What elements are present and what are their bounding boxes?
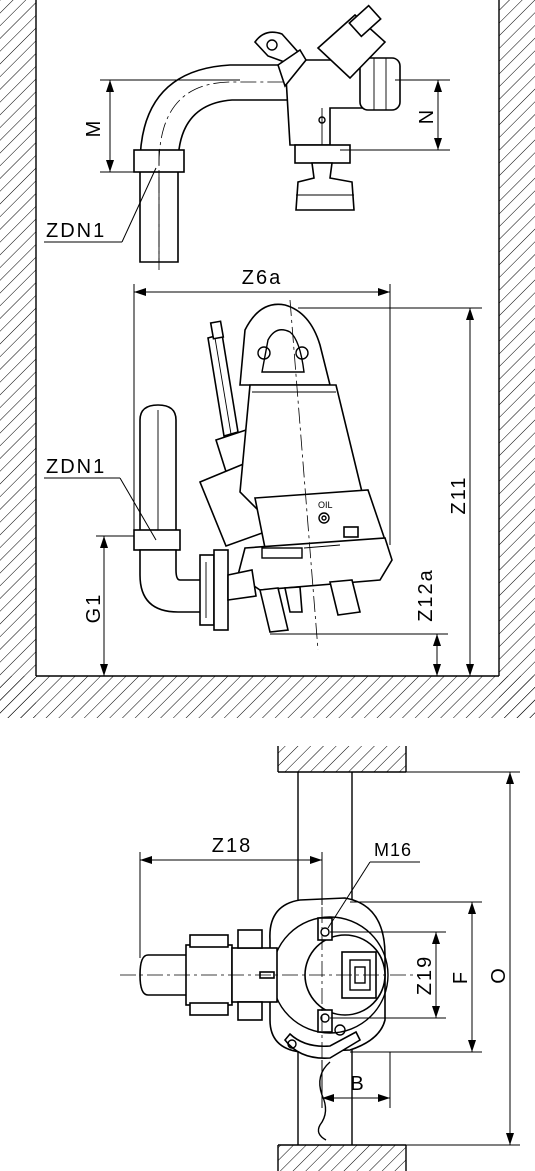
z12a-label: Z12a	[415, 568, 437, 622]
discharge-pipe-bend	[133, 64, 301, 270]
z18-label: Z18	[212, 835, 252, 857]
dimension-n: N	[340, 79, 450, 151]
m16-callout: M16	[327, 840, 420, 929]
zdn1-top-callout: ZDN1	[44, 167, 157, 243]
dimension-z18: Z18	[139, 835, 323, 958]
dimension-z12a: Z12a	[270, 568, 448, 676]
dimension-z11: Z11	[298, 307, 482, 676]
z11-label: Z11	[448, 476, 470, 515]
zdn1-mid-label: ZDN1	[46, 456, 106, 478]
m16-label: M16	[374, 840, 412, 860]
g1-label: G1	[83, 593, 105, 624]
dimension-g1: G1	[83, 535, 134, 676]
f-label: F	[450, 970, 472, 984]
dimension-f: F	[350, 901, 482, 1053]
oil-label: OIL	[318, 500, 333, 510]
pump-assembly: OIL	[198, 299, 393, 651]
zdn1-mid-callout: ZDN1	[44, 456, 157, 541]
dimension-z19: Z19	[330, 931, 446, 1019]
dimension-m: M	[83, 79, 240, 173]
dimension-z6a: Z6a	[133, 267, 391, 545]
m-label: M	[83, 119, 105, 138]
z19-label: Z19	[414, 955, 436, 995]
b-label: B	[350, 1073, 365, 1095]
auto-coupling-bracket	[253, 4, 401, 211]
n-label: N	[416, 108, 438, 124]
discharge-pipe-middle	[133, 404, 257, 631]
zdn1-top-label: ZDN1	[46, 220, 106, 242]
pump-plan-view	[120, 880, 420, 1141]
dimension-o: O	[406, 771, 520, 1146]
z6a-label: Z6a	[242, 267, 282, 289]
dimension-b: B	[321, 1052, 391, 1108]
o-label: O	[488, 966, 510, 984]
